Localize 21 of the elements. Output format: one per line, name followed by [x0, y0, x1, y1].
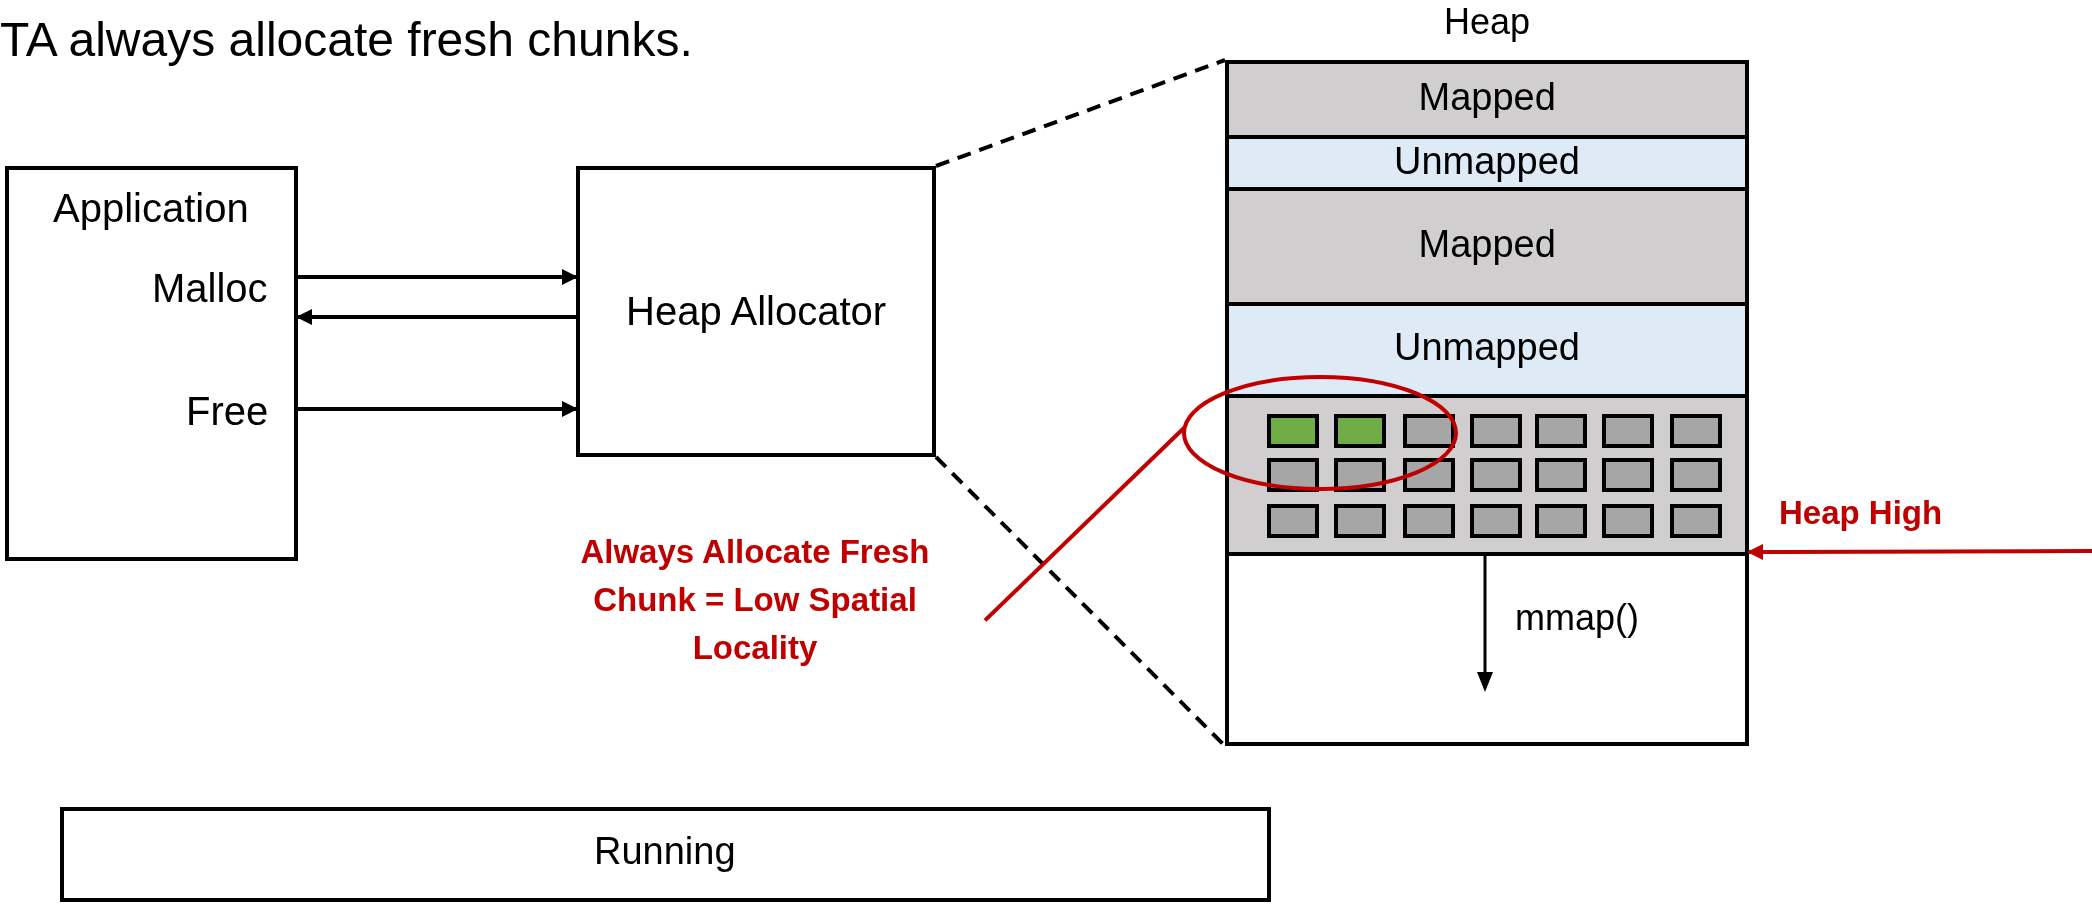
zoom-line	[935, 58, 1226, 168]
heap-heading: Heap	[1444, 2, 1531, 42]
allocator-box	[576, 166, 936, 457]
node-label: Heap Allocator	[626, 289, 887, 333]
arrow	[298, 269, 578, 285]
arrow	[298, 400, 578, 417]
status-bar	[60, 807, 1271, 902]
node-label: Malloc	[152, 266, 268, 310]
edge-label: Heap High	[1779, 495, 1943, 532]
node-label: Running	[594, 831, 736, 873]
highlight-ellipse	[1182, 375, 1458, 491]
node-label: Mapped	[1418, 224, 1556, 266]
node-label: Application	[53, 186, 249, 230]
application-box	[5, 166, 298, 561]
slide-title: TA always allocate fresh chunks.	[0, 14, 693, 67]
node-label: Unmapped	[1394, 141, 1580, 183]
node-label: Always Allocate Fresh Chunk = Low Spatial Locality	[579, 532, 931, 668]
node-label: mmap()	[1515, 598, 1639, 638]
node-label: Mapped	[1418, 77, 1556, 119]
node-label: Unmapped	[1394, 327, 1580, 369]
node-label: Free	[186, 389, 269, 433]
